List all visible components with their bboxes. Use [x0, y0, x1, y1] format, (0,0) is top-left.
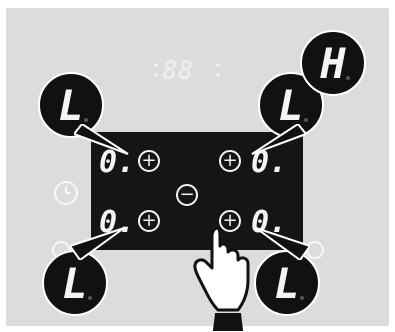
minus-button[interactable]: − [176, 184, 198, 206]
timer-key[interactable] [54, 181, 78, 205]
callout-letter: H [302, 32, 364, 94]
zone-left-top-plus-button[interactable]: + [138, 150, 160, 172]
clock-icon [56, 183, 76, 203]
timer-digits: 88 [162, 58, 193, 84]
colon-left-icon [152, 58, 162, 82]
callout-pointer-bottom-left [70, 226, 130, 260]
callout-pointer-bottom-right [250, 226, 310, 260]
callout-pointer-top-right-inner [246, 124, 306, 156]
colon-right-icon [214, 58, 224, 82]
zone-left-bottom-plus-button[interactable]: + [138, 210, 160, 232]
hand-pointer-icon [186, 222, 252, 332]
zone-right-top-plus-button[interactable]: + [219, 150, 241, 172]
callout-pointer-top-left [74, 124, 134, 156]
callout-letter: L [44, 252, 106, 314]
timer-display: 88 [152, 58, 227, 82]
callout-letter: L [256, 252, 318, 314]
callout-bubble-top-right-outer: H [300, 30, 366, 96]
